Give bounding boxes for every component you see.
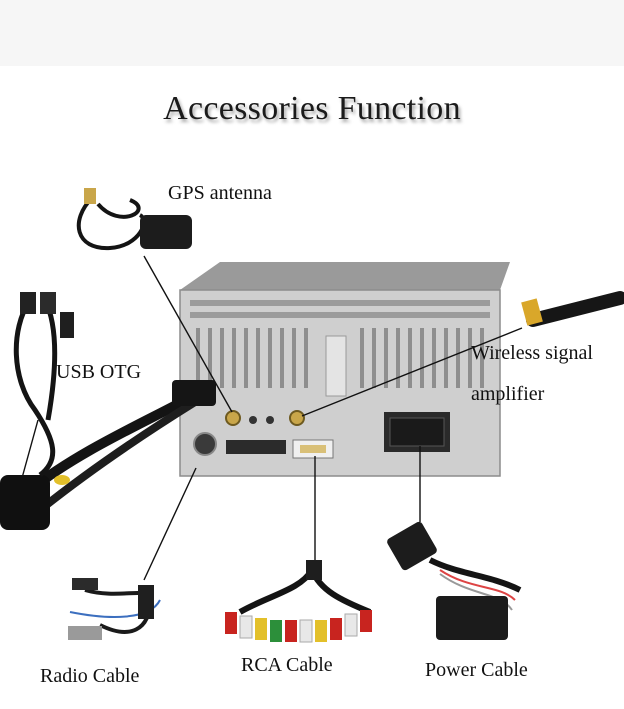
wireless-pointer-line	[301, 327, 523, 417]
page-title: Accessories Function	[163, 90, 461, 127]
wireless-amplifier-label-line1: Wireless signal	[471, 342, 593, 364]
radio-cable-label: Radio Cable	[40, 665, 140, 687]
gps-pointer-line	[143, 255, 233, 413]
usb-otg-label: USB OTG	[56, 361, 142, 383]
power-cable-label: Power Cable	[425, 659, 528, 681]
top-band	[0, 0, 624, 66]
rca-cable-label: RCA Cable	[241, 654, 333, 676]
power-cable	[387, 521, 522, 640]
usb-cable-bundle	[0, 292, 216, 530]
rca-cable	[225, 560, 372, 643]
radio-cable	[68, 578, 161, 640]
pointer-lines	[21, 255, 523, 581]
radio-pointer-line	[143, 467, 197, 581]
wireless-amplifier-label-line2: amplifier	[471, 383, 545, 405]
gps-antenna-label: GPS antenna	[168, 182, 272, 204]
usb-pointer-line	[21, 419, 39, 479]
head-unit	[179, 262, 510, 477]
wireless-antenna	[521, 291, 624, 327]
gps-antenna	[76, 188, 192, 251]
